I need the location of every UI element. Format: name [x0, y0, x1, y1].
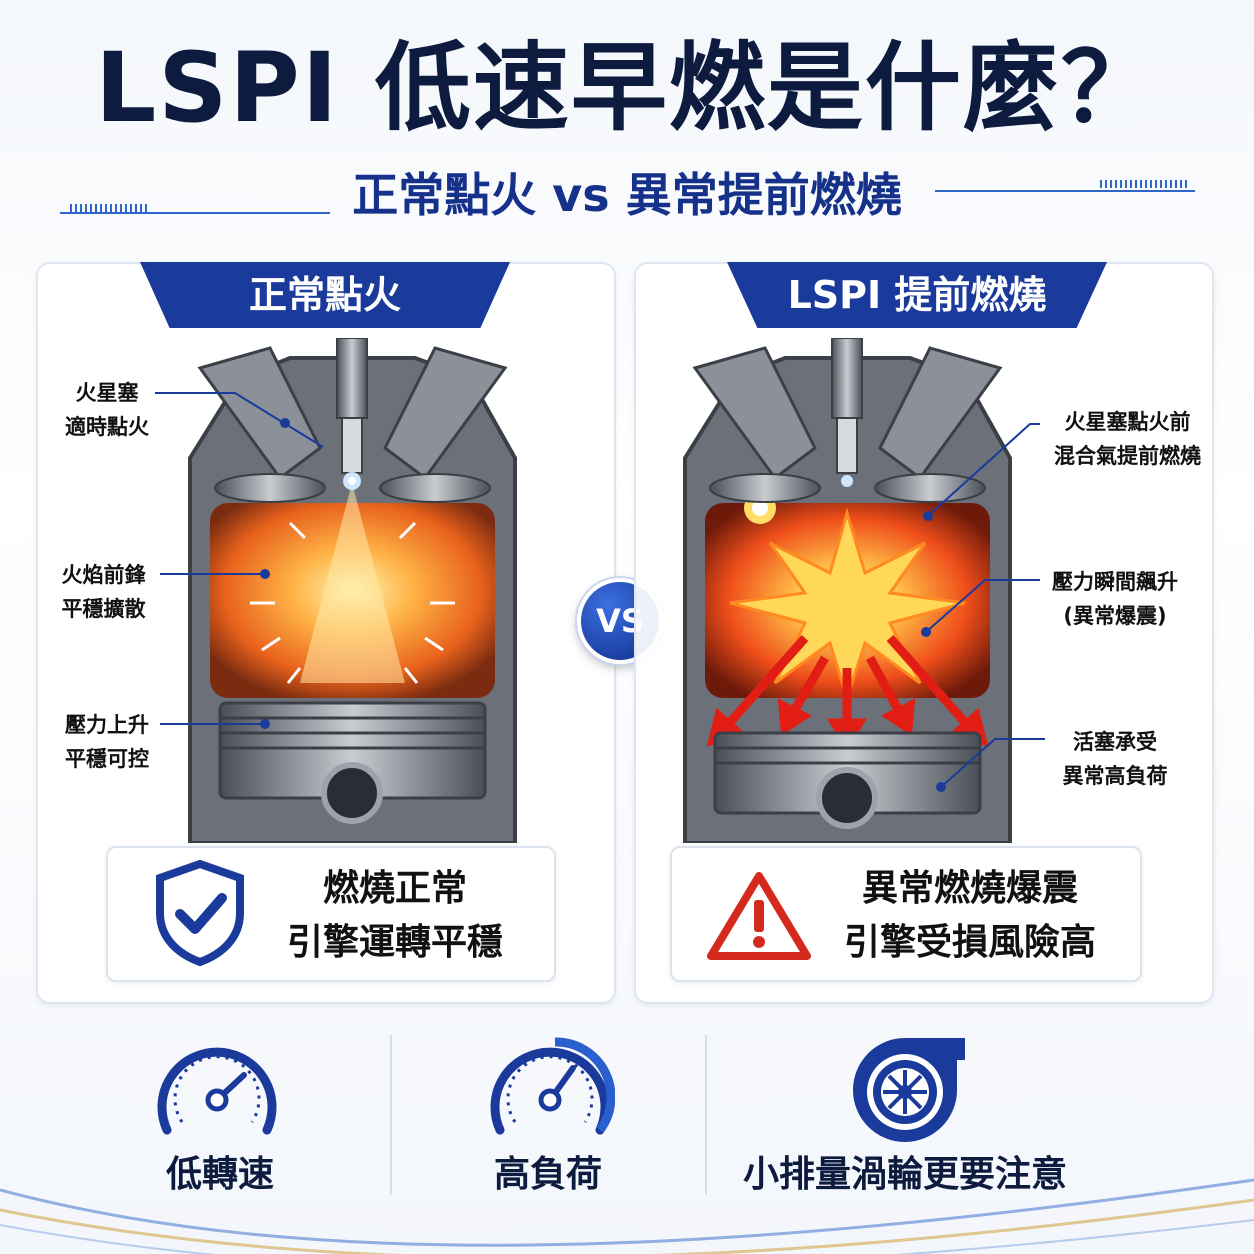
callout-pre-ignition: 火星塞點火前混合氣提前燃燒 [1054, 410, 1201, 468]
bottom-divider-1 [390, 1035, 392, 1195]
page-title: LSPI 低速早燃是什麼？ [95, 32, 1159, 144]
bottom-label-low-rpm: 低轉速 [165, 1154, 274, 1195]
page-subtitle: 正常點火 vs 異常提前燃燒 [352, 168, 902, 222]
callout-piston-load: 活塞承受異常高負荷 [1062, 730, 1168, 788]
warning-triangle-icon [707, 872, 811, 960]
lspi-heading: LSPI 提前燃燒 [727, 262, 1107, 328]
shield-check-icon [156, 859, 244, 967]
deco-line-left [60, 212, 330, 214]
normal-engine-illustration [188, 338, 517, 843]
turbocharger-icon [853, 1038, 965, 1142]
callout-flame-front: 火焰前鋒平穩擴散 [61, 563, 146, 621]
normal-ignition-heading: 正常點火 [140, 262, 510, 328]
speedometer-high-icon [490, 1037, 615, 1135]
normal-result-text: 燃燒正常引擎運轉平穩 [286, 868, 503, 963]
callout-line-spark-plug [155, 392, 324, 448]
deco-line-right [935, 190, 1195, 192]
callout-pressure-spike: 壓力瞬間飆升(異常爆震) [1052, 570, 1178, 628]
callout-line-piston-load [936, 738, 1045, 792]
callout-line-pressure-spike [921, 579, 1040, 637]
speedometer-low-icon [157, 1047, 277, 1135]
bottom-wave-decoration [0, 1178, 1254, 1254]
deco-hatch-left [70, 204, 150, 212]
bottom-label-small-turbo: 小排量渦輪更要注意 [742, 1154, 1067, 1195]
callout-line-pressure-rise [160, 719, 270, 729]
bottom-label-high-load: 高負荷 [493, 1154, 602, 1195]
callout-spark-plug: 火星塞適時點火 [65, 381, 149, 439]
lspi-engine-illustration [683, 338, 1012, 843]
bottom-divider-2 [705, 1035, 707, 1195]
deco-hatch-right [1100, 180, 1190, 188]
callout-pressure-rise: 壓力上升平穩可控 [65, 713, 149, 771]
callout-line-pre-ignition [923, 423, 1040, 521]
callout-line-flame-front [160, 569, 270, 579]
lspi-result-text: 異常燃燒爆震引擎受損風險高 [843, 868, 1096, 963]
